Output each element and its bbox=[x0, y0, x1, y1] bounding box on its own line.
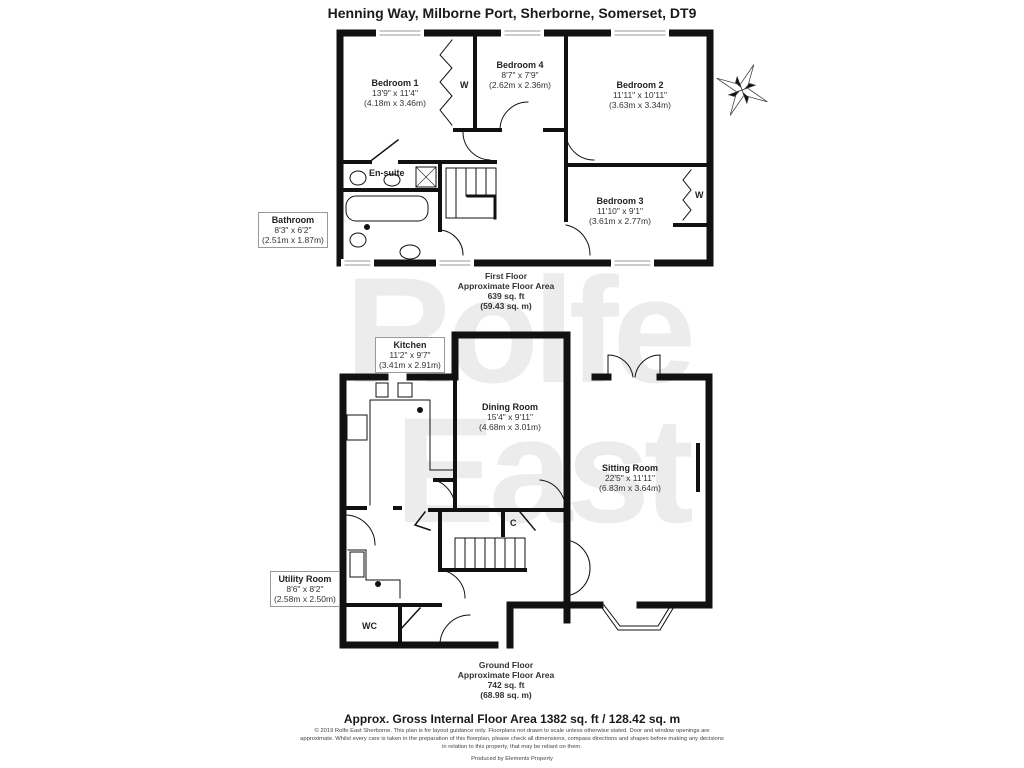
floor-area-label: Approximate Floor Area bbox=[457, 281, 555, 291]
produced-by-credit: Produced by Elements Property bbox=[471, 756, 553, 762]
floor-area-sqm: (59.43 sq. m) bbox=[480, 301, 532, 311]
compass-rose-icon bbox=[716, 64, 768, 116]
cupboard-tag: C bbox=[510, 518, 517, 528]
room-label-wc: WC bbox=[362, 621, 377, 631]
room-label-bedroom-4: Bedroom 4 8'7" x 7'9" (2.62m x 2.36m) bbox=[489, 60, 551, 90]
room-dims-metric: (3.61m x 2.77m) bbox=[589, 216, 651, 226]
room-dims-metric: (2.51m x 1.87m) bbox=[262, 235, 324, 245]
room-dims-imperial: 8'7" x 7'9" bbox=[501, 70, 539, 80]
ground-floor-plan bbox=[339, 331, 713, 649]
floor-area-label: Approximate Floor Area bbox=[457, 670, 555, 680]
room-label-utility-room: Utility Room 8'6" x 8'2" (2.58m x 2.50m) bbox=[270, 571, 340, 607]
room-name: Kitchen bbox=[393, 340, 427, 350]
room-name: Utility Room bbox=[278, 574, 332, 584]
room-dims-imperial: 8'3" x 6'2" bbox=[274, 225, 312, 235]
room-dims-metric: (2.58m x 2.50m) bbox=[274, 594, 336, 604]
room-label-sitting-room: Sitting Room 22'5" x 11'11" (6.83m x 3.6… bbox=[599, 463, 661, 493]
room-name: Bedroom 2 bbox=[616, 80, 664, 90]
watermark-rolfe: Rolfe bbox=[345, 246, 696, 414]
room-label-bedroom-3: Bedroom 3 11'10" x 9'1" (3.61m x 2.77m) bbox=[589, 196, 651, 226]
floor-area-sqm: (68.98 sq. m) bbox=[480, 690, 532, 700]
room-label-kitchen: Kitchen 11'2" x 9'7" (3.41m x 2.91m) bbox=[375, 337, 445, 373]
room-dims-imperial: 8'6" x 8'2" bbox=[286, 584, 324, 594]
room-dims-imperial: 22'5" x 11'11" bbox=[604, 473, 656, 483]
first-floor-area: First Floor Approximate Floor Area 639 s… bbox=[458, 271, 555, 311]
room-name: Bedroom 4 bbox=[496, 60, 544, 70]
room-dims-imperial: 15'4" x 9'11" bbox=[486, 412, 533, 422]
room-dims-imperial: 11'2" x 9'7" bbox=[389, 350, 431, 360]
floor-name: Ground Floor bbox=[478, 660, 534, 670]
room-dims-imperial: 13'9" x 11'4" bbox=[371, 88, 418, 98]
room-name: Dining Room bbox=[481, 402, 538, 412]
room-label-en-suite: En-suite bbox=[369, 168, 405, 178]
disclaimer-text: © 2019 Rolfe East Sherborne. This plan i… bbox=[300, 728, 724, 750]
room-dims-imperial: 11'11" x 10'11" bbox=[612, 90, 668, 100]
wardrobe-tag-bedroom-3: W bbox=[695, 190, 704, 200]
floor-area-sqft: 639 sq. ft bbox=[487, 291, 525, 301]
room-label-bathroom: Bathroom 8'3" x 6'2" (2.51m x 1.87m) bbox=[258, 212, 328, 248]
floor-area-sqft: 742 sq. ft bbox=[487, 680, 525, 690]
room-dims-metric: (3.41m x 2.91m) bbox=[379, 360, 441, 370]
room-dims-metric: (4.68m x 3.01m) bbox=[479, 422, 541, 432]
room-label-bedroom-2: Bedroom 2 11'11" x 10'11" (3.63m x 3.34m… bbox=[609, 80, 671, 110]
room-dims-imperial: 11'10" x 9'1" bbox=[596, 206, 643, 216]
room-name: Sitting Room bbox=[601, 463, 658, 473]
first-floor-plan bbox=[336, 29, 714, 267]
room-name: Bathroom bbox=[271, 215, 315, 225]
ground-floor-area: Ground Floor Approximate Floor Area 742 … bbox=[458, 660, 555, 700]
property-address-title: Henning Way, Milborne Port, Sherborne, S… bbox=[327, 5, 697, 21]
room-dims-metric: (6.83m x 3.64m) bbox=[599, 483, 661, 493]
room-dims-metric: (2.62m x 2.36m) bbox=[489, 80, 551, 90]
room-dims-metric: (4.18m x 3.46m) bbox=[364, 98, 426, 108]
gross-internal-area: Approx. Gross Internal Floor Area 1382 s… bbox=[343, 712, 681, 726]
room-dims-metric: (3.63m x 3.34m) bbox=[609, 100, 671, 110]
room-label-bedroom-1: Bedroom 1 13'9" x 11'4" (4.18m x 3.46m) bbox=[364, 78, 426, 108]
room-name: Bedroom 1 bbox=[371, 78, 419, 88]
room-label-dining-room: Dining Room 15'4" x 9'11" (4.68m x 3.01m… bbox=[479, 402, 541, 432]
floor-name: First Floor bbox=[484, 271, 528, 281]
wardrobe-tag: W bbox=[460, 80, 469, 90]
room-name: Bedroom 3 bbox=[596, 196, 644, 206]
